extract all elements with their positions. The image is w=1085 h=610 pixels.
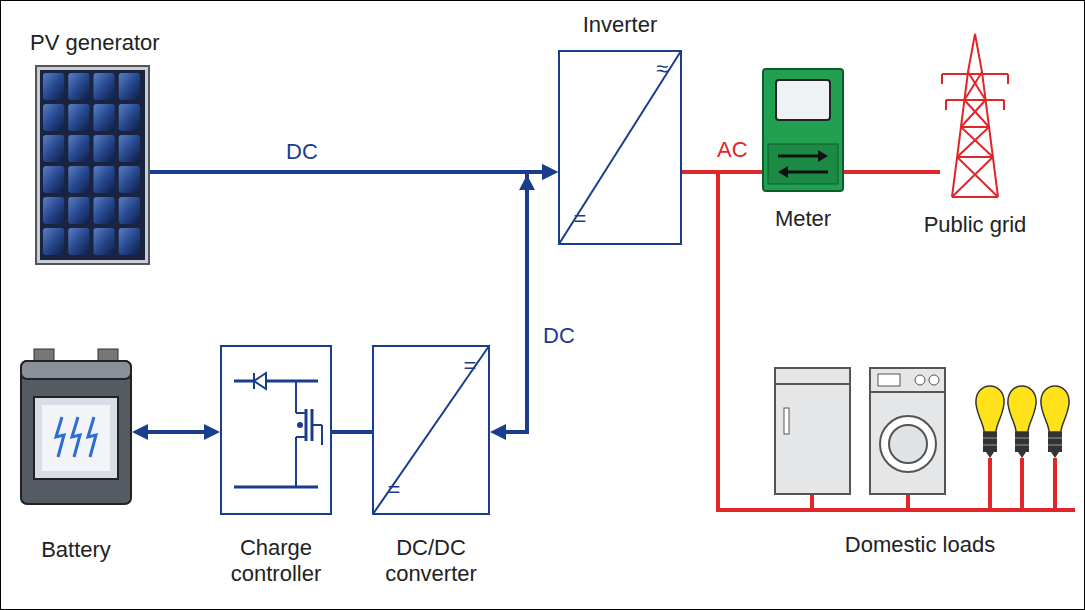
domestic-loads-icon [760, 362, 1075, 514]
edge-label: AC [714, 138, 751, 162]
domestic-loads: Domestic loads [760, 362, 1075, 514]
grid-tower-icon [940, 32, 1010, 197]
connector [150, 164, 558, 180]
edge-label: DC [540, 324, 578, 348]
node-label: DC/DC converter [361, 535, 501, 587]
node-label: PV generator [30, 30, 230, 56]
connector-line [682, 172, 760, 510]
charge-controller-box-icon [220, 345, 332, 515]
inverter-box: Inverter≈= [558, 50, 682, 245]
edge-label: DC [283, 140, 321, 164]
connector [844, 172, 940, 173]
pv-generator-icon [35, 65, 150, 265]
meter: Meter [762, 68, 844, 192]
arrowhead [132, 424, 148, 440]
meter-icon [762, 68, 844, 192]
node-label: Meter [743, 206, 863, 232]
node-label: Public grid [890, 212, 1060, 238]
node-label: Inverter [540, 12, 700, 38]
arrowhead [490, 424, 506, 440]
arrowhead [542, 164, 558, 180]
arrowhead [542, 164, 558, 180]
node-label: Domestic loads [800, 532, 1040, 558]
connector [332, 432, 372, 433]
connector [682, 172, 760, 510]
connector [490, 164, 558, 440]
converter-symbol: = [456, 353, 484, 379]
converter-symbol: = [380, 477, 408, 503]
node-label: Battery [6, 537, 146, 563]
connector-line [500, 172, 548, 432]
connector-line [332, 430, 372, 434]
dcdc-converter-box: DC/DC converter== [372, 345, 490, 515]
converter-symbol: ≈ [648, 56, 676, 82]
pv-generator: PV generator [35, 65, 150, 265]
connector-line [142, 430, 210, 434]
grid-tower: Public grid [940, 32, 1010, 197]
connector-line [150, 170, 548, 174]
junction-arrowhead [519, 175, 535, 190]
arrowhead [204, 424, 220, 440]
converter-symbol: = [566, 206, 594, 232]
connector-line [844, 170, 940, 174]
node-label: Charge controller [206, 535, 346, 587]
battery: Battery [20, 345, 132, 505]
connector [132, 424, 220, 440]
battery-icon [20, 345, 132, 505]
charge-controller-box: Charge controller [220, 345, 332, 515]
